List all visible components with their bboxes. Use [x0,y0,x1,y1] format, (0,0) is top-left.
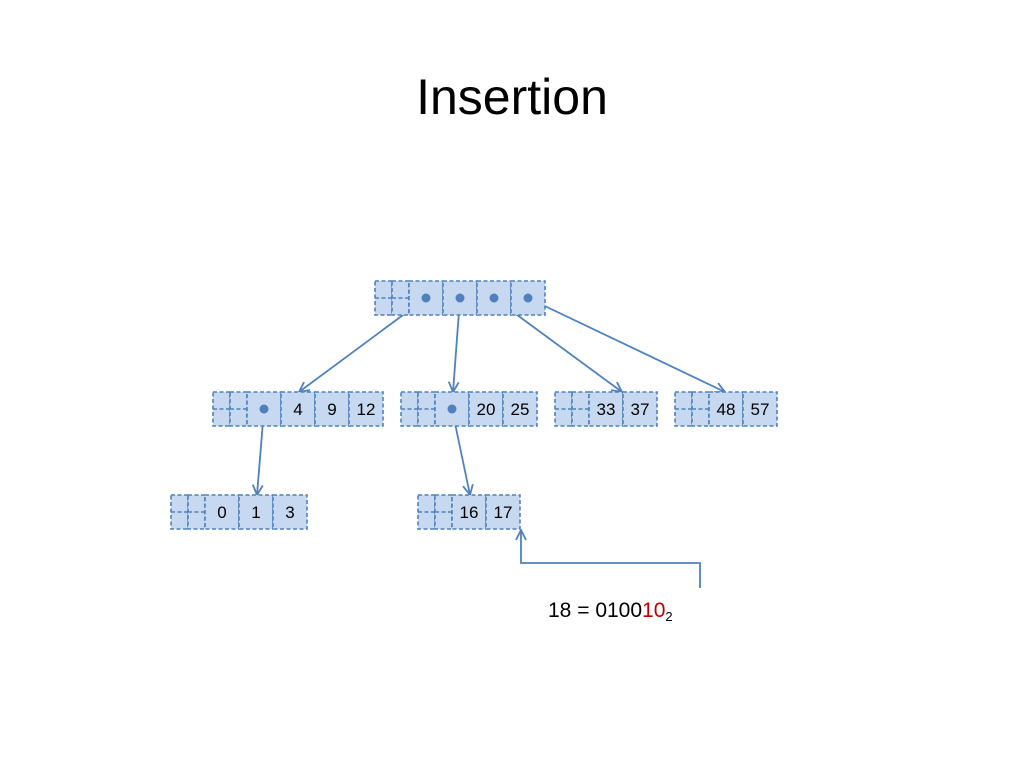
trie-node-l1_c: 33 37 [554,391,658,427]
node-cell [485,494,521,530]
trie-node-l1_d: 48 57 [674,391,778,427]
node-value: 12 [357,400,376,419]
pointer-dot [447,404,457,414]
node-cell [238,494,274,530]
pointer-dot [455,293,465,303]
node-value: 0 [217,503,226,522]
node-cell [314,391,350,427]
hash-equation: 18 = 0100102 [548,598,673,624]
node-value: 17 [494,503,513,522]
node-cell [204,494,240,530]
node-cell [408,280,444,316]
node-value: 3 [285,503,294,522]
node-value: 57 [751,400,770,419]
node-cell [246,391,282,427]
node-value: 20 [477,400,496,419]
node-cell [708,391,744,427]
pointer-dot [259,404,269,414]
pointer-dot [421,293,431,303]
pointer-dot [523,293,533,303]
node-value: 16 [460,503,479,522]
equation-key: 18 [548,599,572,622]
node-value: 33 [597,400,616,419]
node-value: 25 [511,400,530,419]
insertion-arrow [521,530,701,588]
node-cell [502,391,538,427]
node-cell [280,391,316,427]
node-value: 9 [327,400,336,419]
node-cell [451,494,487,530]
node-value: 1 [251,503,260,522]
node-cell [468,391,504,427]
trie-node-l1_a: 4 9 12 [212,391,384,427]
node-value: 48 [717,400,736,419]
node-cell [272,494,308,530]
equation-highlight-bits: 10 [642,599,666,622]
node-cell [622,391,658,427]
pointer-dot [489,293,499,303]
equation-prefix: 0100 [595,599,643,622]
edges [257,297,725,588]
edge-root-to-l1-d [527,297,725,392]
node-cell [588,391,624,427]
trie-node-l2_a: 0 1 3 [170,494,308,530]
node-value: 4 [293,400,302,419]
equation-base: 2 [665,609,673,624]
slide-title: Insertion [416,69,608,125]
trie-node-root [374,280,546,316]
node-value: 37 [631,400,650,419]
node-cell [742,391,778,427]
node-cell [348,391,384,427]
node-cell [442,280,478,316]
equation-equals: = [577,599,590,622]
